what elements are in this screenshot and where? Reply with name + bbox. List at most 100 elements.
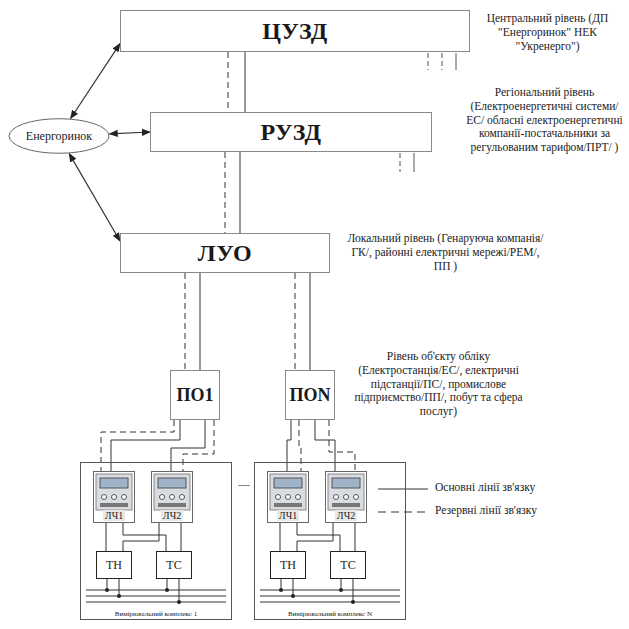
center-box: ЦУЗД bbox=[120, 10, 470, 52]
meter-face bbox=[154, 474, 190, 510]
level-note: Локальний рівень (Генаруюча компанія/ГК/… bbox=[343, 232, 548, 273]
meter-button bbox=[276, 495, 281, 500]
bus-drop bbox=[293, 578, 294, 596]
meter-display bbox=[100, 478, 128, 488]
ellipsis-dash: — bbox=[236, 478, 252, 492]
level-note: Рівень об'єкту обліку (Електростанція/ЕС… bbox=[346, 350, 531, 419]
market-arrow bbox=[110, 132, 150, 134]
node-label: РУЗД bbox=[260, 119, 321, 146]
stub-line bbox=[456, 53, 457, 70]
meter-display bbox=[332, 478, 360, 488]
meter-box: ЛЧ1 bbox=[267, 471, 309, 523]
complex-caption: Вимірювальний комплекс 1 bbox=[113, 610, 199, 618]
meter-button bbox=[296, 495, 301, 500]
node-label: ЛУО bbox=[198, 240, 252, 267]
meter-button bbox=[160, 495, 165, 500]
node-label: ЛЧ1 bbox=[277, 510, 299, 521]
meter-display bbox=[158, 478, 186, 488]
main-link bbox=[171, 420, 205, 471]
main-link bbox=[111, 420, 180, 471]
transformer-box: ТС bbox=[156, 551, 192, 579]
main-link bbox=[200, 273, 201, 370]
bus-bar bbox=[86, 596, 226, 597]
market-arrow bbox=[69, 154, 120, 241]
meter-box: ЛЧ2 bbox=[325, 471, 367, 523]
stub-line bbox=[428, 53, 429, 70]
meter-faces bbox=[96, 474, 364, 510]
transformer-box: ТН bbox=[96, 551, 132, 579]
meter-box: ЛЧ1 bbox=[93, 471, 135, 523]
node-label: ТС bbox=[340, 558, 355, 573]
object-box: ПОN bbox=[285, 370, 335, 420]
main-link bbox=[240, 152, 241, 233]
backup-link bbox=[295, 273, 296, 370]
meter-button bbox=[344, 495, 349, 500]
bus-drop bbox=[179, 578, 180, 602]
bus-dot bbox=[291, 594, 295, 598]
node-label: ПО1 bbox=[176, 385, 213, 406]
bus-drop bbox=[353, 578, 354, 602]
legend-solid-sample bbox=[378, 488, 428, 489]
main-link bbox=[181, 523, 182, 551]
node-label: ЦУЗД bbox=[262, 18, 328, 45]
stub-line bbox=[442, 53, 443, 70]
transformer-box: ТН bbox=[270, 551, 306, 579]
bus-dot bbox=[351, 600, 355, 604]
bus-dot bbox=[177, 600, 181, 604]
bus-dot bbox=[105, 588, 109, 592]
market-arrow bbox=[71, 44, 120, 119]
meter-button bbox=[102, 495, 107, 500]
node-label: ТН bbox=[280, 558, 296, 573]
meter-button bbox=[354, 495, 359, 500]
main-link bbox=[106, 523, 107, 551]
meter-button bbox=[334, 495, 339, 500]
backup-link bbox=[101, 420, 174, 471]
backup-link bbox=[185, 273, 186, 370]
stub-line bbox=[414, 153, 415, 172]
node-label: ПОN bbox=[289, 385, 330, 406]
complex-caption: Вимірювальний комплекс N bbox=[286, 610, 374, 618]
main-link bbox=[287, 420, 291, 471]
market-ellipse: Енергоринок bbox=[8, 118, 110, 154]
legend-text: Основні лінії зв'язку bbox=[435, 481, 535, 493]
bus-dot bbox=[165, 588, 169, 592]
meter-terminal bbox=[274, 503, 302, 507]
main-link bbox=[123, 523, 166, 551]
meter-face bbox=[328, 474, 364, 510]
main-link bbox=[245, 52, 246, 112]
backup-link bbox=[225, 152, 226, 233]
node-label: ЛЧ2 bbox=[161, 510, 183, 521]
bus-bar bbox=[86, 602, 226, 603]
meter-display bbox=[274, 478, 302, 488]
legend-dashed-sample bbox=[378, 511, 428, 512]
node-label: ТС bbox=[166, 558, 181, 573]
main-link bbox=[310, 273, 311, 370]
main-link bbox=[297, 523, 333, 551]
node-label: ЛЧ1 bbox=[103, 510, 125, 521]
local-box: ЛУО bbox=[120, 233, 330, 273]
main-link bbox=[280, 523, 281, 551]
level-note: Центральний рівень (ДП "Енергоринок" НЕК… bbox=[470, 12, 625, 53]
node-label: Енергоринок bbox=[26, 129, 92, 144]
main-link bbox=[297, 523, 340, 551]
meter-terminal bbox=[158, 503, 186, 507]
bus-bars bbox=[86, 578, 400, 604]
measuring-complex: Вимірювальний комплекс N ЛЧ1 ЛЧ2ТН ТС bbox=[254, 462, 406, 620]
node-label: ТН bbox=[106, 558, 122, 573]
bus-drop bbox=[119, 578, 120, 596]
meter-button bbox=[112, 495, 117, 500]
node-label: ЛЧ2 bbox=[335, 510, 357, 521]
meter-face bbox=[270, 474, 306, 510]
backup-link bbox=[183, 420, 214, 471]
meter-button bbox=[180, 495, 185, 500]
transformer-box: ТС bbox=[330, 551, 366, 579]
backup-link bbox=[228, 52, 229, 112]
legend-samples bbox=[378, 489, 428, 512]
main-link bbox=[123, 523, 159, 551]
backup-link bbox=[329, 420, 355, 471]
bus-bar bbox=[260, 602, 400, 603]
legend-text: Резервні лінії зв'язку bbox=[435, 504, 537, 516]
region-box: РУЗД bbox=[150, 112, 432, 152]
backup-link bbox=[299, 420, 301, 471]
